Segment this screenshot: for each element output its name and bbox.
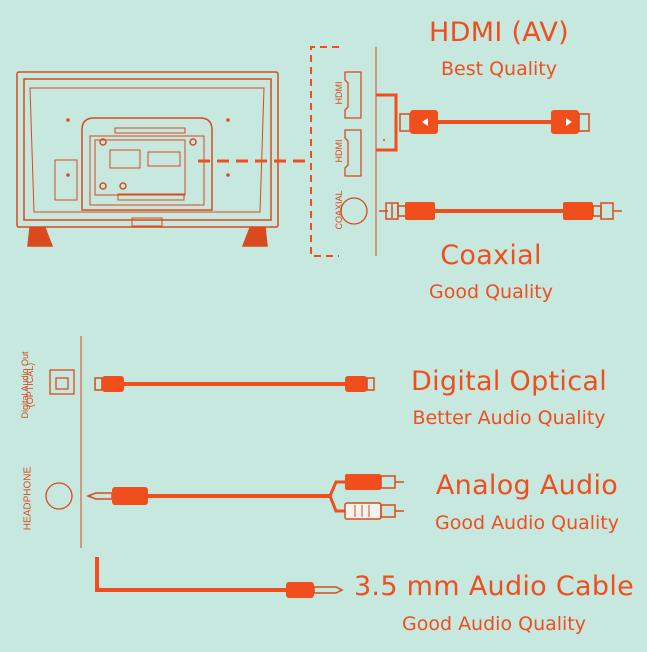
optical-title: Digital Optical — [410, 366, 608, 397]
hdmi-cable — [376, 93, 590, 152]
headphone-port — [45, 482, 73, 510]
optical-cable — [94, 376, 375, 392]
analog-quality: Good Audio Quality — [434, 512, 620, 534]
coaxial-quality: Good Quality — [429, 281, 553, 303]
aux-quality: Good Audio Quality — [401, 613, 587, 635]
coaxial-cable — [379, 202, 622, 220]
hdmi-title: HDMI (AV) — [429, 17, 569, 48]
optical-quality: Better Audio Quality — [412, 407, 606, 429]
hdmi-port-1 — [344, 71, 362, 119]
optical-port — [49, 369, 75, 395]
optical-port-label-line2: (OPTICAL) — [25, 362, 35, 408]
headphone-port-label: HEADPHONE — [22, 466, 34, 531]
coaxial-title: Coaxial — [440, 240, 542, 271]
coaxial-port — [340, 197, 368, 225]
analog-audio-cable — [85, 474, 404, 520]
aux-audio-cable — [95, 557, 344, 598]
aux-title: 3.5 mm Audio Cable — [353, 571, 635, 602]
analog-title: Analog Audio — [435, 470, 619, 501]
tv-back-illustration — [16, 71, 279, 247]
coaxial-port-label: COAXIAL — [334, 190, 344, 230]
hdmi-port-2-label: HDMI — [334, 139, 344, 163]
hdmi-port-1-label: HDMI — [334, 81, 344, 105]
hdmi-quality: Best Quality — [440, 58, 558, 80]
hdmi-port-2 — [344, 129, 362, 177]
